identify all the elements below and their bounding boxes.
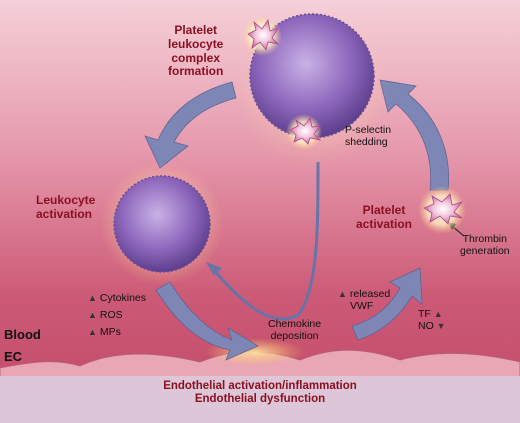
arrow-leukocyte-to-endothelium	[155, 281, 259, 361]
endothelial-dysfunction-label: Endothelial activation/inflammation Endo…	[0, 380, 520, 406]
ros-text: ROS	[99, 308, 123, 321]
label-line: Endothelial dysfunction	[194, 393, 326, 406]
complex-platelet-top	[242, 16, 282, 56]
label-line: P-selectin	[345, 124, 392, 136]
no-item: NO ▼	[418, 320, 449, 332]
label-line: Platelet	[362, 203, 406, 217]
label-line: Chemokine	[268, 318, 322, 330]
up-arrow-icon: ▲	[433, 309, 443, 319]
up-arrow-icon: ▲	[88, 326, 97, 337]
activated-leukocyte	[113, 175, 211, 273]
footer-band	[0, 376, 520, 423]
arrow-complex-to-leukocyte	[144, 81, 237, 169]
mps-text: MPs	[99, 325, 121, 338]
label-line: activation	[356, 216, 413, 231]
ec-label: EC	[4, 349, 23, 364]
chemokine-path-arrow	[210, 161, 320, 321]
activated-platelet	[418, 186, 466, 234]
thrombin-generation-label: Thrombin generation	[460, 233, 510, 257]
label-line: leukocyte	[168, 36, 224, 51]
arrow-endothelium-to-platelet	[351, 267, 423, 341]
tf-item: TF ▲	[418, 308, 449, 320]
platelet-activation-label: Platelet activation	[356, 203, 413, 232]
vwf-text: VWF	[350, 300, 374, 313]
label-line: deposition	[270, 330, 319, 343]
no-text: NO	[418, 320, 434, 333]
chemokine-deposition-label: Chemokine deposition	[268, 318, 321, 342]
label-line: generation	[460, 245, 510, 258]
mps-item: ▲MPs	[88, 324, 146, 341]
released-vwf-label: ▲released VWF	[338, 288, 390, 312]
cytokines-item: ▲Cytokines	[88, 290, 146, 307]
ros-item: ▲ROS	[88, 307, 146, 324]
chemokine-arrowhead	[206, 262, 222, 276]
label-line: shedding	[345, 136, 388, 149]
blood-label: Blood	[4, 327, 41, 342]
tf-no-label: TF ▲ NO ▼	[418, 308, 449, 332]
tf-text: TF	[418, 308, 431, 320]
released-line: ▲released	[338, 288, 390, 300]
p-selectin-shedding-label: P-selectin shedding	[345, 124, 391, 148]
label-line: complex	[171, 50, 221, 65]
platelet-leukocyte-complex-label: Platelet leukocyte complex formation	[168, 23, 224, 79]
label-line: activation	[36, 206, 93, 221]
up-arrow-icon: ▲	[88, 293, 97, 303]
label-line: Platelet	[174, 23, 218, 37]
complex-platelet-bottom	[286, 114, 322, 150]
label-line: Leukocyte	[36, 193, 96, 207]
label-line: Thrombin	[462, 233, 507, 245]
up-arrow-icon: ▲	[88, 309, 97, 320]
label-line: Endothelial activation/inflammation	[163, 380, 357, 392]
leukocyte-mediators-list: ▲Cytokines ▲ROS ▲MPs	[88, 290, 146, 340]
up-arrow-icon: ▲	[338, 289, 347, 299]
leukocyte-activation-label: Leukocyte activation	[36, 193, 96, 222]
released-text: released	[349, 288, 391, 300]
label-line: formation	[168, 64, 224, 79]
cytokines-text: Cytokines	[99, 292, 147, 304]
down-arrow-icon: ▼	[436, 321, 446, 332]
